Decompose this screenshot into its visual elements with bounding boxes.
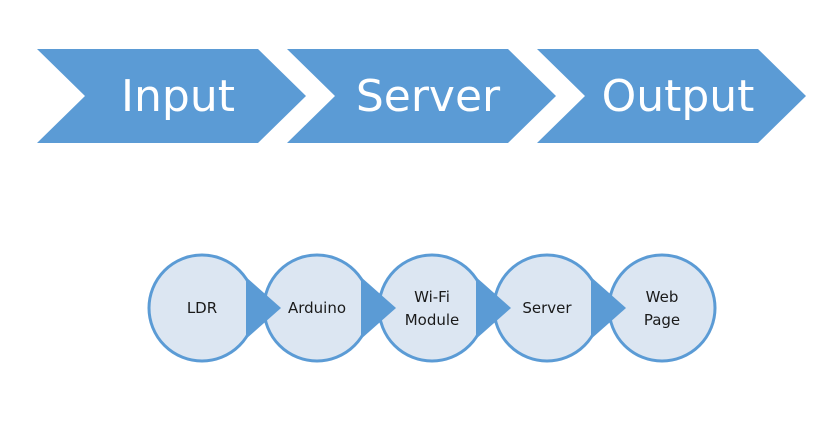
chevron-shape [537,49,806,143]
flow-arrow-icon [246,277,281,339]
chevron-shape [287,49,556,143]
chevron-shape [37,49,306,143]
node-label-line1: Web [646,288,679,306]
bottom-process-flow: LDR Arduino Wi-Fi Module Server Web Page [147,253,717,363]
node-label: LDR [187,299,217,317]
node-label-line2: Page [644,311,680,329]
node-label-line1: Wi-Fi [414,288,450,306]
flow-arrow-icon [361,277,396,339]
chevron-label: Output [602,71,755,122]
chevron-label: Input [121,71,235,122]
node-label-line2: Module [405,311,460,329]
chevron-step-input: Input [37,49,306,143]
chevron-step-server: Server [287,49,556,143]
chevron-label: Server [356,71,501,122]
chevron-step-output: Output [537,49,806,143]
flow-arrow-icon [591,277,626,339]
top-process-flow: Input Server Output [37,49,806,143]
flow-arrow-icon [476,277,511,339]
node-label: Arduino [288,299,346,317]
node-label: Server [522,299,572,317]
